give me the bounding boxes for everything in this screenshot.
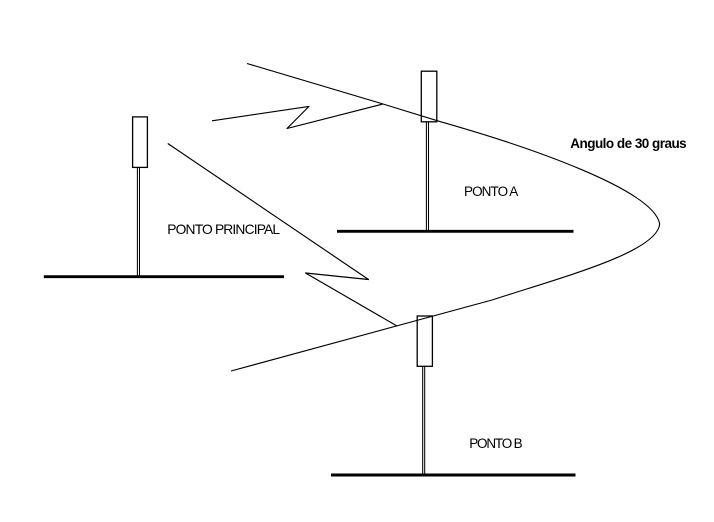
svg-text:PONTO PRINCIPAL: PONTO PRINCIPAL (167, 222, 280, 237)
svg-text:Angulo de 30 graus: Angulo de 30 graus (570, 136, 686, 151)
svg-text:PONTO B: PONTO B (469, 436, 523, 451)
svg-text:PONTO A: PONTO A (464, 184, 518, 199)
